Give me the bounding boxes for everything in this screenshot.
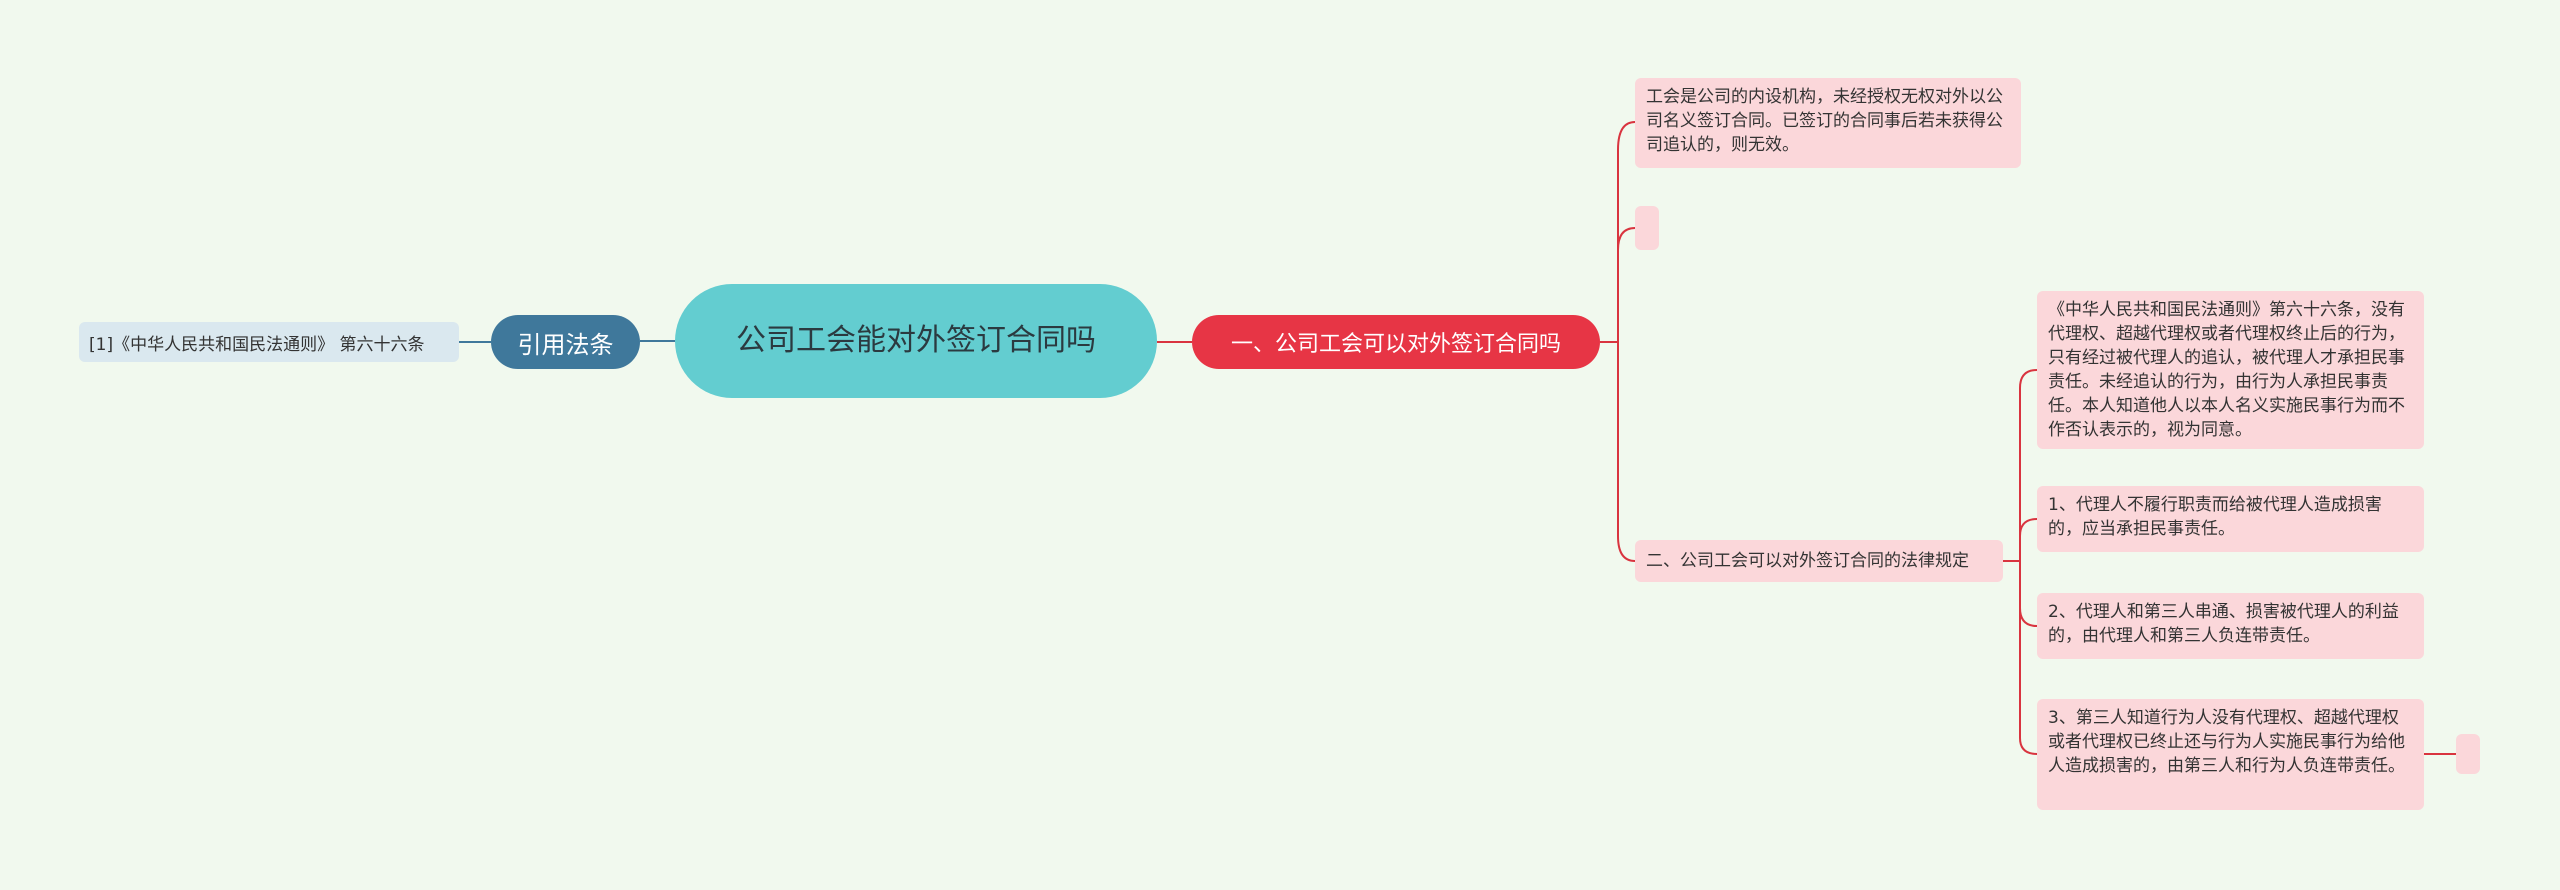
subtopic-text: 《中华人民共和国民法通则》第六十六条，没有代理权、超越代理权或者代理权终止后的行… [2048, 300, 2405, 440]
reference-leaf-text: [1]《中华人民共和国民法通则》 第六十六条 [89, 334, 425, 355]
topic-text: 工会是公司的内设机构，未经授权无权对外以公司名义签订合同。已签订的合同事后若未获… [1646, 87, 2003, 155]
topic-node-legal-provisions[interactable]: 二、公司工会可以对外签订合同的法律规定 [1635, 540, 2003, 582]
subtopic-text: 1、代理人不履行职责而给被代理人造成损害的，应当承担民事责任。 [2048, 495, 2382, 539]
connector-main-c3 [1617, 342, 1636, 562]
reference-leaf[interactable]: [1]《中华人民共和国民法通则》 第六十六条 [79, 322, 459, 362]
main-branch-node[interactable]: 一、公司工会可以对外签订合同吗 [1192, 315, 1600, 369]
subtopic-text: 3、第三人知道行为人没有代理权、超越代理权或者代理权已终止还与行为人实施民事行为… [2048, 708, 2405, 776]
root-topic-label: 公司工会能对外签订合同吗 [736, 323, 1096, 358]
main-branch-label: 一、公司工会可以对外签订合同吗 [1230, 332, 1561, 357]
subtopic-node-item-1[interactable]: 1、代理人不履行职责而给被代理人造成损害的，应当承担民事责任。 [2037, 486, 2424, 552]
leaf-node-empty[interactable] [2456, 734, 2480, 774]
subtopic-node-item-3[interactable]: 3、第三人知道行为人没有代理权、超越代理权或者代理权已终止还与行为人实施民事行为… [2037, 699, 2424, 810]
connector-c3-d2 [2019, 518, 2038, 537]
subtopic-node-item-2[interactable]: 2、代理人和第三人串通、损害被代理人的利益的，由代理人和第三人负连带责任。 [2037, 593, 2424, 659]
topic-text: 二、公司工会可以对外签订合同的法律规定 [1646, 551, 1969, 571]
subtopic-node-article-66[interactable]: 《中华人民共和国民法通则》第六十六条，没有代理权、超越代理权或者代理权终止后的行… [2037, 291, 2424, 449]
connector-c3-d1 [2019, 369, 2038, 561]
subtopic-text: 2、代理人和第三人串通、损害被代理人的利益的，由代理人和第三人负连带责任。 [2048, 602, 2399, 646]
topic-node-empty[interactable] [1635, 206, 1659, 250]
connector-c3-d4 [2019, 561, 2038, 755]
connector-main-c1 [1617, 121, 1636, 342]
reference-branch-node[interactable]: 引用法条 [491, 315, 640, 369]
root-topic-node[interactable]: 公司工会能对外签订合同吗 [675, 284, 1157, 398]
connector-main-c2 [1617, 227, 1636, 251]
topic-node-contract-validity[interactable]: 工会是公司的内设机构，未经授权无权对外以公司名义签订合同。已签订的合同事后若未获… [1635, 78, 2021, 168]
connector-c3-d3 [2019, 561, 2038, 627]
reference-branch-label: 引用法条 [517, 330, 614, 359]
